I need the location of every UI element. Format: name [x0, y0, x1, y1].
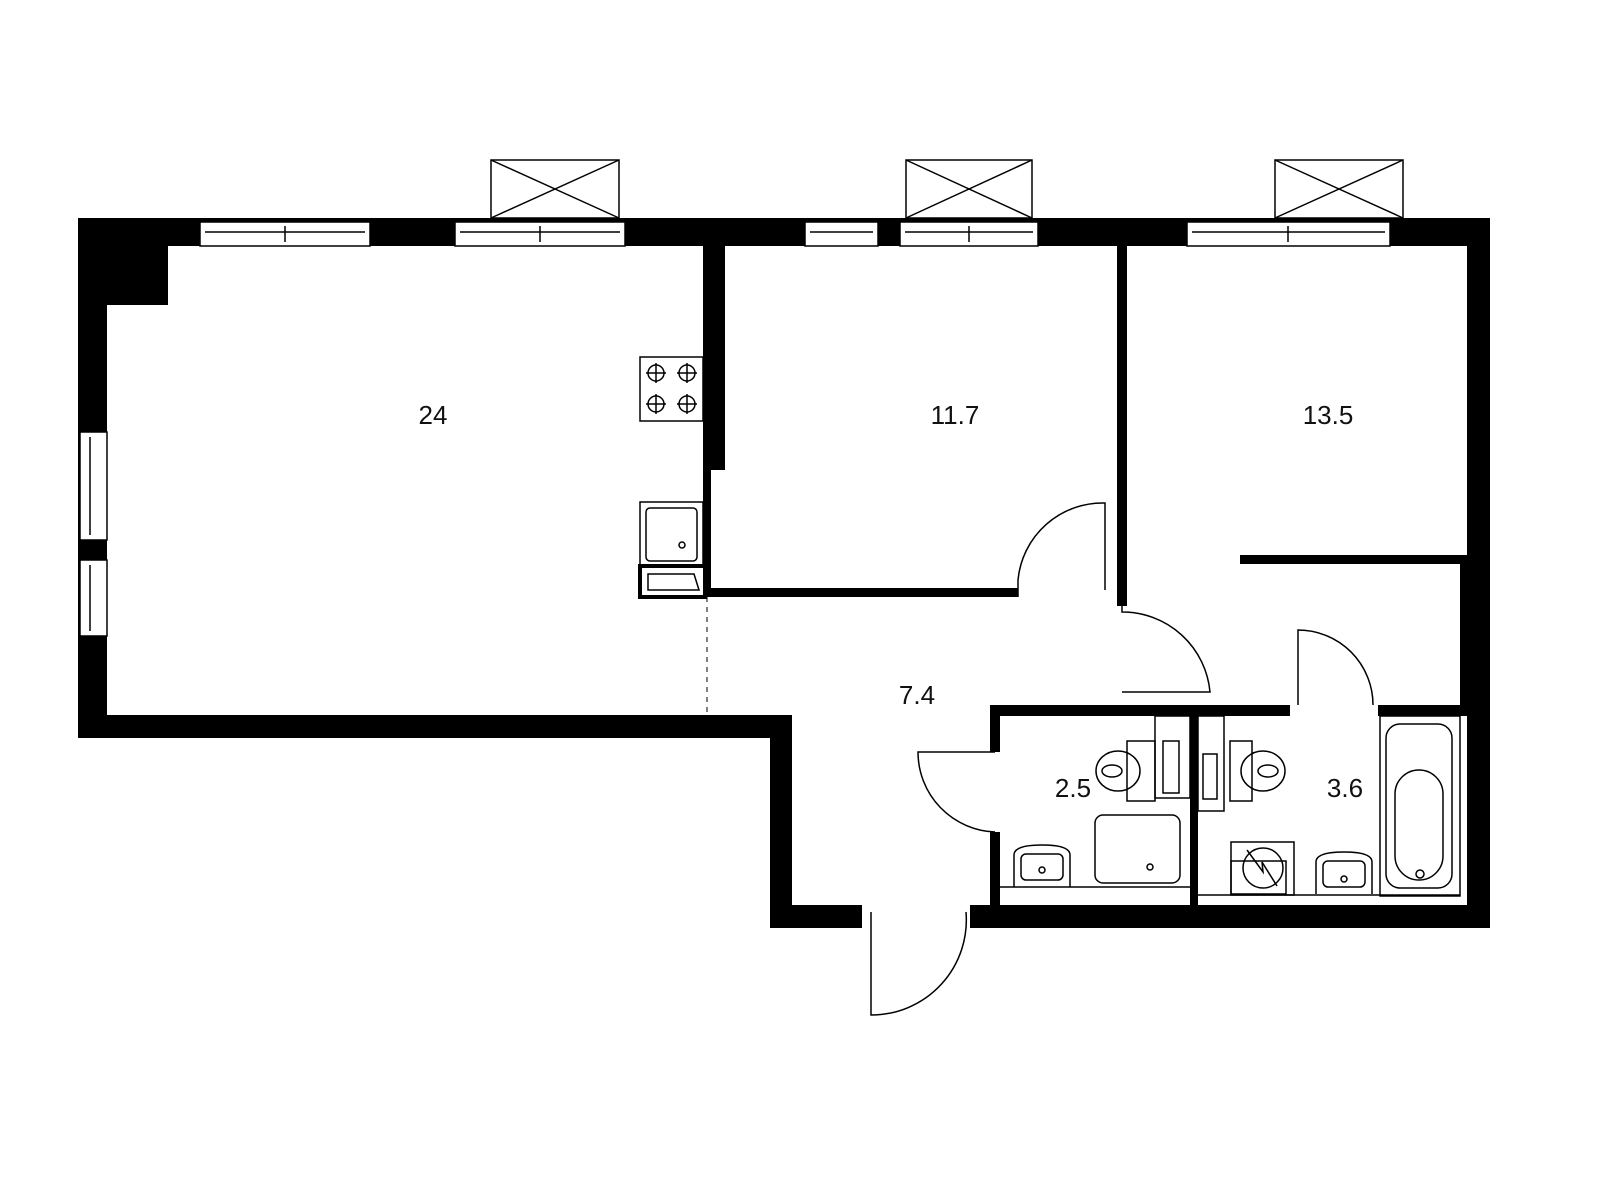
room-area-bedroom-1: 11.7: [931, 400, 980, 430]
toilet-icon: [1197, 715, 1286, 812]
dishwasher-icon: [638, 564, 707, 599]
toilet-icon: [1095, 715, 1191, 802]
stove-icon: [639, 356, 704, 422]
sink-icon: [639, 501, 704, 567]
washing-machine-icon: [1230, 841, 1295, 896]
room-area-hallway: 7.4: [899, 680, 935, 710]
walls: [78, 218, 1490, 928]
room-area-toilet: 2.5: [1055, 773, 1091, 803]
ac-unit-icon: [905, 159, 1033, 219]
washbasin-icon: [1013, 844, 1071, 887]
ac-unit-icon: [1274, 159, 1404, 219]
shower-icon: [1094, 814, 1181, 884]
room-area-bathroom: 3.6: [1327, 773, 1363, 803]
room-area-bedroom-2: 13.5: [1303, 400, 1354, 430]
doors[interactable]: [870, 502, 1374, 1016]
room-area-living-kitchen: 24: [419, 400, 448, 430]
ac-unit-icon: [490, 159, 620, 219]
washbasin-icon: [1315, 851, 1373, 894]
windows: [79, 221, 1391, 637]
bathtub-icon: [1379, 715, 1461, 897]
